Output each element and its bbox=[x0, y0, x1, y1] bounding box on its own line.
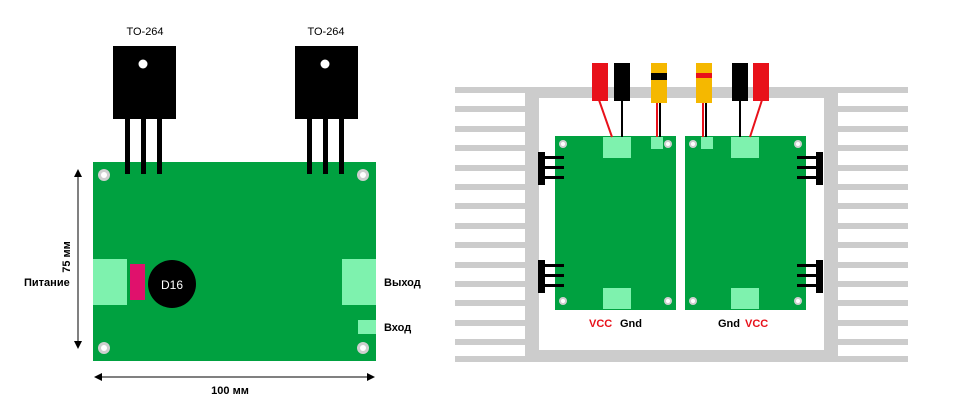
left-module-vcc-label: VCC bbox=[589, 318, 612, 330]
left-pcb bbox=[93, 162, 376, 361]
transistor-right-label: TO-264 bbox=[307, 26, 344, 38]
output-connector bbox=[342, 259, 376, 305]
mounting-holes bbox=[98, 169, 369, 354]
chip-d16 bbox=[148, 260, 196, 308]
heatsink-frame bbox=[525, 87, 838, 362]
transistor-left-label: TO-264 bbox=[126, 26, 163, 38]
height-label: 75 мм bbox=[61, 241, 73, 273]
power-connector bbox=[93, 259, 127, 305]
left-module-gnd-label: Gnd bbox=[620, 318, 642, 330]
plug-yellow-right bbox=[696, 63, 712, 103]
right-module-vcc-label: VCC bbox=[745, 318, 768, 330]
plug-black-right bbox=[732, 63, 748, 101]
input-label: Вход bbox=[384, 322, 411, 334]
heatsink-fins-left bbox=[455, 87, 525, 362]
plug-red-left bbox=[592, 63, 608, 101]
chip-label: D16 bbox=[161, 278, 183, 292]
plug-yellow-left bbox=[651, 63, 667, 103]
heatsink-assembly: VCC Gnd Gnd VCC bbox=[455, 63, 908, 362]
power-label: Питание bbox=[24, 277, 70, 289]
side-transistor-left-top bbox=[538, 152, 564, 185]
transistor-left bbox=[113, 46, 176, 174]
side-transistor-right-top bbox=[797, 152, 823, 185]
input-connector bbox=[358, 320, 376, 334]
left-board-diagram: TO-264 TO-264 bbox=[24, 26, 421, 397]
transistor-right bbox=[295, 46, 358, 174]
heatsink-fins-right bbox=[838, 87, 908, 362]
side-transistor-left-bottom bbox=[538, 260, 564, 293]
plug-red-right bbox=[753, 63, 769, 101]
width-label: 100 мм bbox=[211, 385, 249, 397]
side-transistor-right-bottom bbox=[797, 260, 823, 293]
output-label: Выход bbox=[384, 277, 421, 289]
wires-right-module bbox=[702, 99, 763, 138]
fuse-component bbox=[130, 264, 145, 300]
module-left bbox=[555, 136, 676, 310]
module-right bbox=[685, 136, 806, 310]
right-module-gnd-label: Gnd bbox=[718, 318, 740, 330]
wires-left-module bbox=[598, 99, 661, 138]
plug-black-left bbox=[614, 63, 630, 101]
